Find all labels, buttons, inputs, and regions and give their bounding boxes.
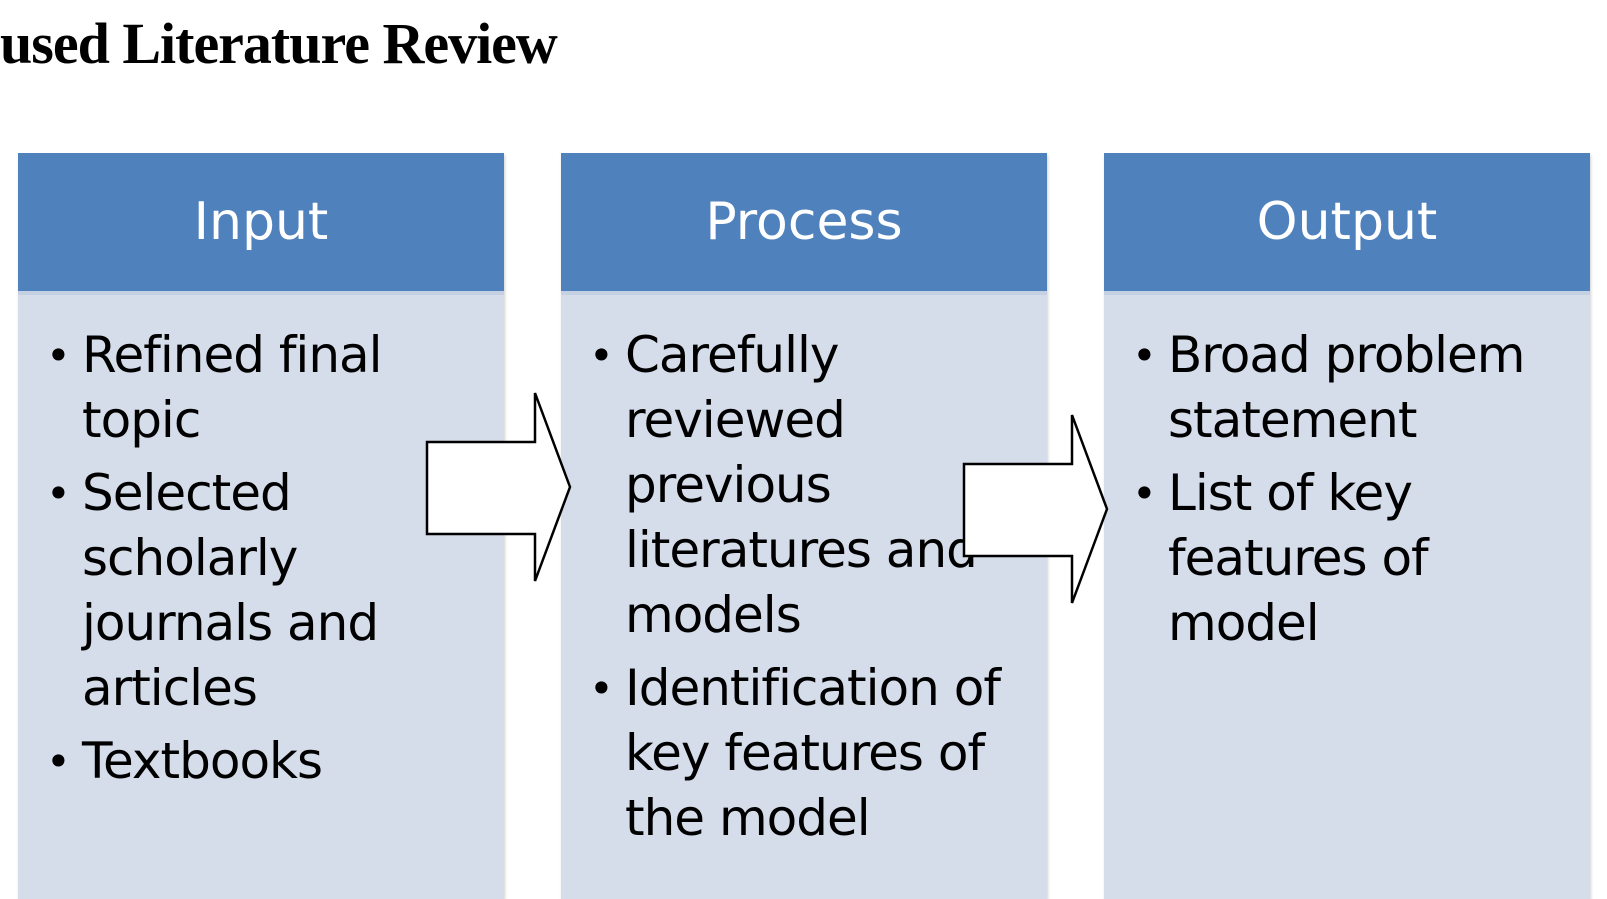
right-arrow-icon [962, 414, 1109, 604]
input-column: Input • Refined final topic • Selected s… [18, 153, 504, 899]
bullet-icon: • [46, 331, 71, 380]
page-title: used Literature Review [0, 11, 558, 76]
list-item: • Refined final topic [46, 323, 484, 453]
process-list: • Carefully reviewed previous literature… [561, 295, 1047, 851]
input-list: • Refined final topic • Selected scholar… [18, 295, 504, 794]
bullet-icon: • [1132, 331, 1157, 380]
bullet-icon: • [1132, 469, 1157, 518]
bullet-icon: • [46, 469, 71, 518]
list-item: • Selected scholarly journals and articl… [46, 461, 484, 721]
bullet-icon: • [589, 664, 614, 713]
right-arrow-icon [425, 392, 572, 582]
bullet-icon: • [589, 331, 614, 380]
output-column: Output • Broad problem statement • List … [1104, 153, 1590, 899]
list-item: • Identification of key features of the … [589, 656, 1027, 851]
input-header: Input [18, 153, 504, 295]
list-item: • List of key features of model [1132, 461, 1570, 656]
process-header: Process [561, 153, 1047, 295]
process-column: Process • Carefully reviewed previous li… [561, 153, 1047, 899]
list-item: • Textbooks [46, 729, 484, 794]
output-list: • Broad problem statement • List of key … [1104, 295, 1590, 656]
list-item: • Broad problem statement [1132, 323, 1570, 453]
list-item: • Carefully reviewed previous literature… [589, 323, 1027, 648]
bullet-icon: • [46, 737, 71, 786]
output-header: Output [1104, 153, 1590, 295]
